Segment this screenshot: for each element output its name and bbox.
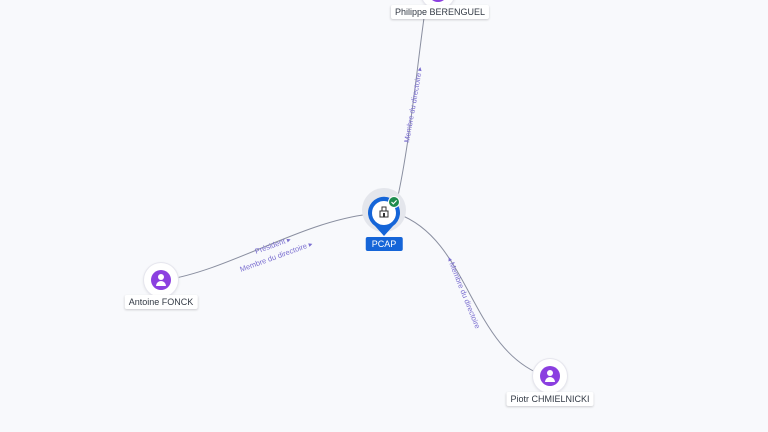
person-node-berenguel[interactable]: [421, 0, 455, 9]
company-icon: [379, 206, 389, 218]
person-label-fonck[interactable]: Antoine FONCK: [124, 295, 198, 309]
edge-pcap-fonck: [164, 213, 371, 281]
person-node-chmielnicki[interactable]: [533, 359, 567, 393]
pcap-label[interactable]: PCAP: [365, 237, 403, 251]
edge-label: ◂ Membre du directoire: [445, 255, 482, 330]
person-icon: [428, 0, 448, 2]
edge-pcap-berenguel: [397, 17, 425, 197]
person-node-fonck[interactable]: [144, 263, 178, 297]
edge-pcap-chmielnicki: [397, 213, 546, 377]
person-label-chmielnicki[interactable]: Piotr CHMIELNICKI: [506, 392, 594, 406]
edge-label: Membre du directoire ▸: [402, 66, 424, 143]
person-label-berenguel[interactable]: Philippe BERENGUEL: [390, 5, 490, 19]
person-icon: [151, 270, 171, 290]
check-badge-icon: [388, 196, 400, 208]
person-icon: [540, 366, 560, 386]
